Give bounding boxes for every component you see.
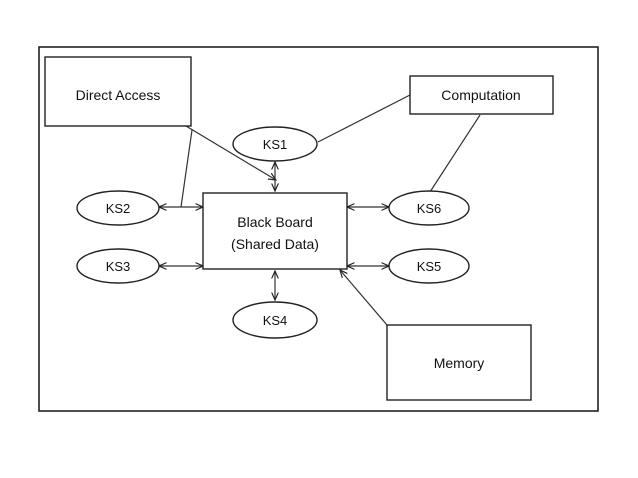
diagram-frame (38, 46, 599, 412)
ks3-node: KS3 (76, 248, 160, 284)
ks5-label: KS5 (417, 259, 442, 274)
ks1-node: KS1 (232, 126, 318, 162)
connector-computation-to-ks1 (317, 94, 411, 143)
connector-direct-access-to-blackboard (185, 125, 276, 180)
ks6-label: KS6 (417, 201, 442, 216)
ks3-label: KS3 (106, 259, 131, 274)
computation-label: Computation (441, 87, 520, 103)
blackboard-title: Black Board (237, 214, 312, 230)
connector-direct-access-to-ks2-link (180, 129, 193, 208)
connector-computation-to-ks6 (427, 114, 481, 196)
ks4-node: KS4 (232, 301, 318, 339)
direct-access-box: Direct Access (44, 56, 192, 127)
memory-label: Memory (434, 355, 485, 371)
ks6-node: KS6 (388, 190, 470, 226)
connector-memory-to-blackboard (340, 270, 388, 326)
memory-box: Memory (386, 324, 532, 401)
computation-box: Computation (409, 75, 554, 115)
ks2-label: KS2 (106, 201, 131, 216)
ks1-label: KS1 (263, 137, 288, 152)
direct-access-label: Direct Access (76, 87, 161, 103)
blackboard-subtitle: (Shared Data) (231, 236, 319, 252)
blackboard-box: Black Board (Shared Data) (202, 192, 348, 270)
ks4-label: KS4 (263, 313, 288, 328)
ks5-node: KS5 (388, 248, 470, 284)
ks2-node: KS2 (76, 190, 160, 226)
